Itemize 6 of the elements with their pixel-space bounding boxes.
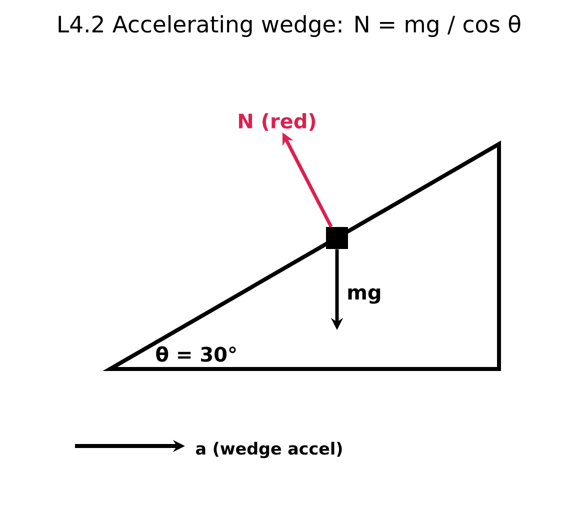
force-label: N (red) (238, 113, 316, 131)
title: L4.2 Accelerating wedge: N = mg / cos θ (58, 14, 520, 38)
block (326, 227, 348, 249)
force-label: mg (348, 288, 380, 304)
angle-label: θ = 30° (156, 346, 236, 362)
acceleration-label: a (wedge accel) (196, 442, 342, 458)
